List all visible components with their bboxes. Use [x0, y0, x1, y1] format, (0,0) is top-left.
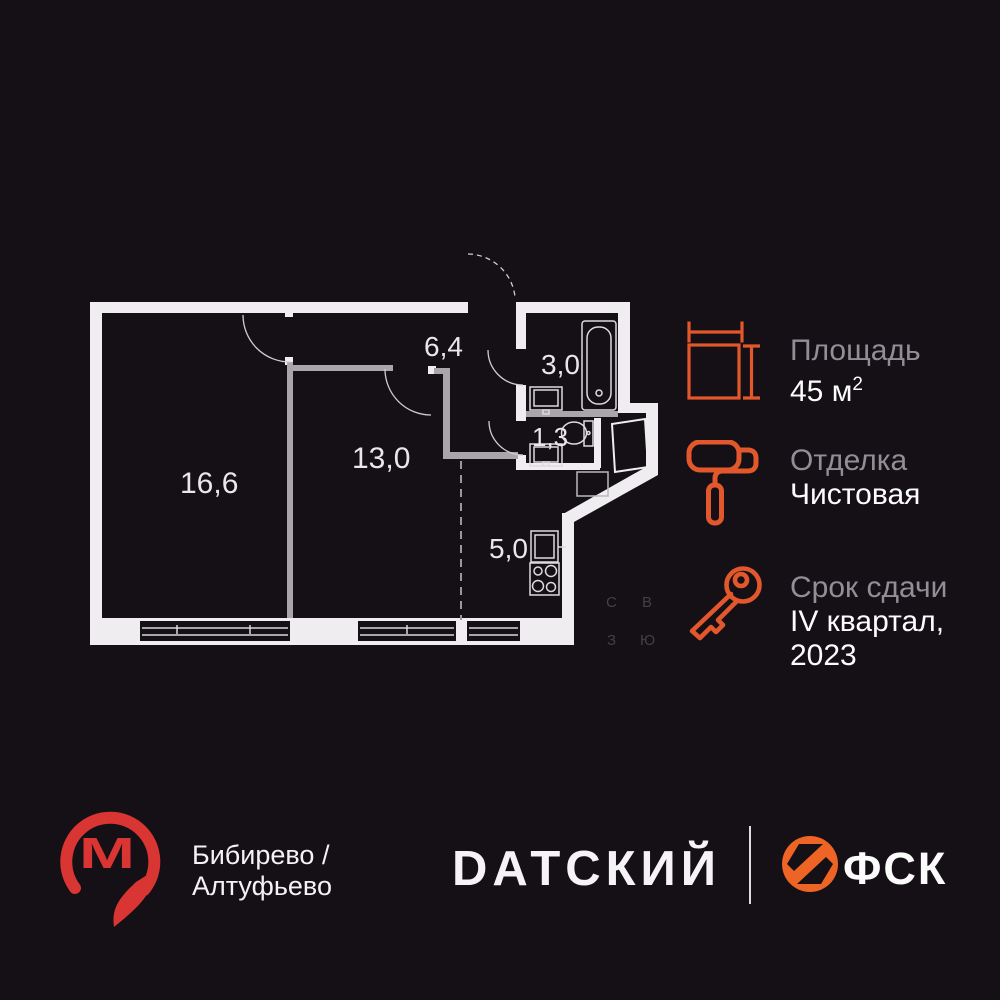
spec-deadline: Срок сдачи IV квартал, 2023: [790, 571, 1000, 673]
inner-walls: [287, 362, 618, 618]
key-icon: [689, 566, 762, 641]
spec-deadline-value2: 2023: [790, 639, 857, 672]
paint-roller-icon: [686, 440, 759, 526]
vent-shaft: [576, 471, 609, 497]
metro-letter: М: [79, 829, 135, 878]
project-logo: DАТСКИЙ: [452, 842, 721, 896]
room-label-hallway: 6,4: [424, 331, 463, 362]
bedroom-door-arc: [384, 368, 432, 416]
compass: С В З Ю: [606, 594, 655, 649]
fsk-logo-icon: [782, 836, 838, 892]
compass-west: З: [607, 632, 616, 649]
station-line-2: Алтуфьево: [192, 871, 332, 901]
room-label-living: 16,6: [180, 467, 238, 500]
spec-finishing: Отделка Чистовая: [790, 444, 1000, 512]
station-line-1: Бибирево /: [192, 840, 330, 870]
compass-south: Ю: [640, 632, 655, 649]
wc-door-arc: [488, 420, 524, 456]
metro-logo-icon: М: [60, 811, 161, 927]
stove: [529, 562, 560, 596]
bathroom-door-arc: [487, 349, 524, 386]
area-icon: [687, 321, 760, 400]
compass-east: В: [642, 594, 652, 611]
spec-area-value: 45 м2: [790, 374, 863, 408]
fsk-logo-text: ФСК: [843, 843, 948, 894]
door-arcs: [242, 253, 524, 456]
room-label-bathroom: 3,0: [541, 349, 580, 380]
spec-area: Площадь 45 м2: [790, 334, 1000, 409]
bathtub: [581, 320, 617, 411]
spec-finishing-label: Отделка: [790, 444, 908, 477]
spec-area-label: Площадь: [790, 334, 921, 367]
room-label-bedroom: 13,0: [352, 442, 410, 475]
spec-deadline-label: Срок сдачи: [790, 571, 948, 604]
metro-stations: Бибирево / Алтуфьево: [192, 840, 332, 902]
toilet: [560, 420, 594, 447]
corner-door-leaf: [610, 417, 650, 474]
room-label-wc: 1,3: [532, 422, 568, 452]
living-door-arc: [242, 314, 291, 363]
compass-north: С: [606, 594, 617, 611]
kitchen-sink: [530, 530, 566, 563]
entry-door-arc: [467, 253, 516, 298]
wc-sink: [529, 443, 563, 467]
bathroom-sink: [529, 386, 563, 415]
windows: [140, 621, 520, 641]
spec-finishing-value: Чистовая: [790, 478, 921, 511]
logo-divider: [749, 826, 751, 904]
room-label-kitchen: 5,0: [489, 533, 528, 564]
spec-deadline-value: IV квартал,: [790, 605, 945, 638]
